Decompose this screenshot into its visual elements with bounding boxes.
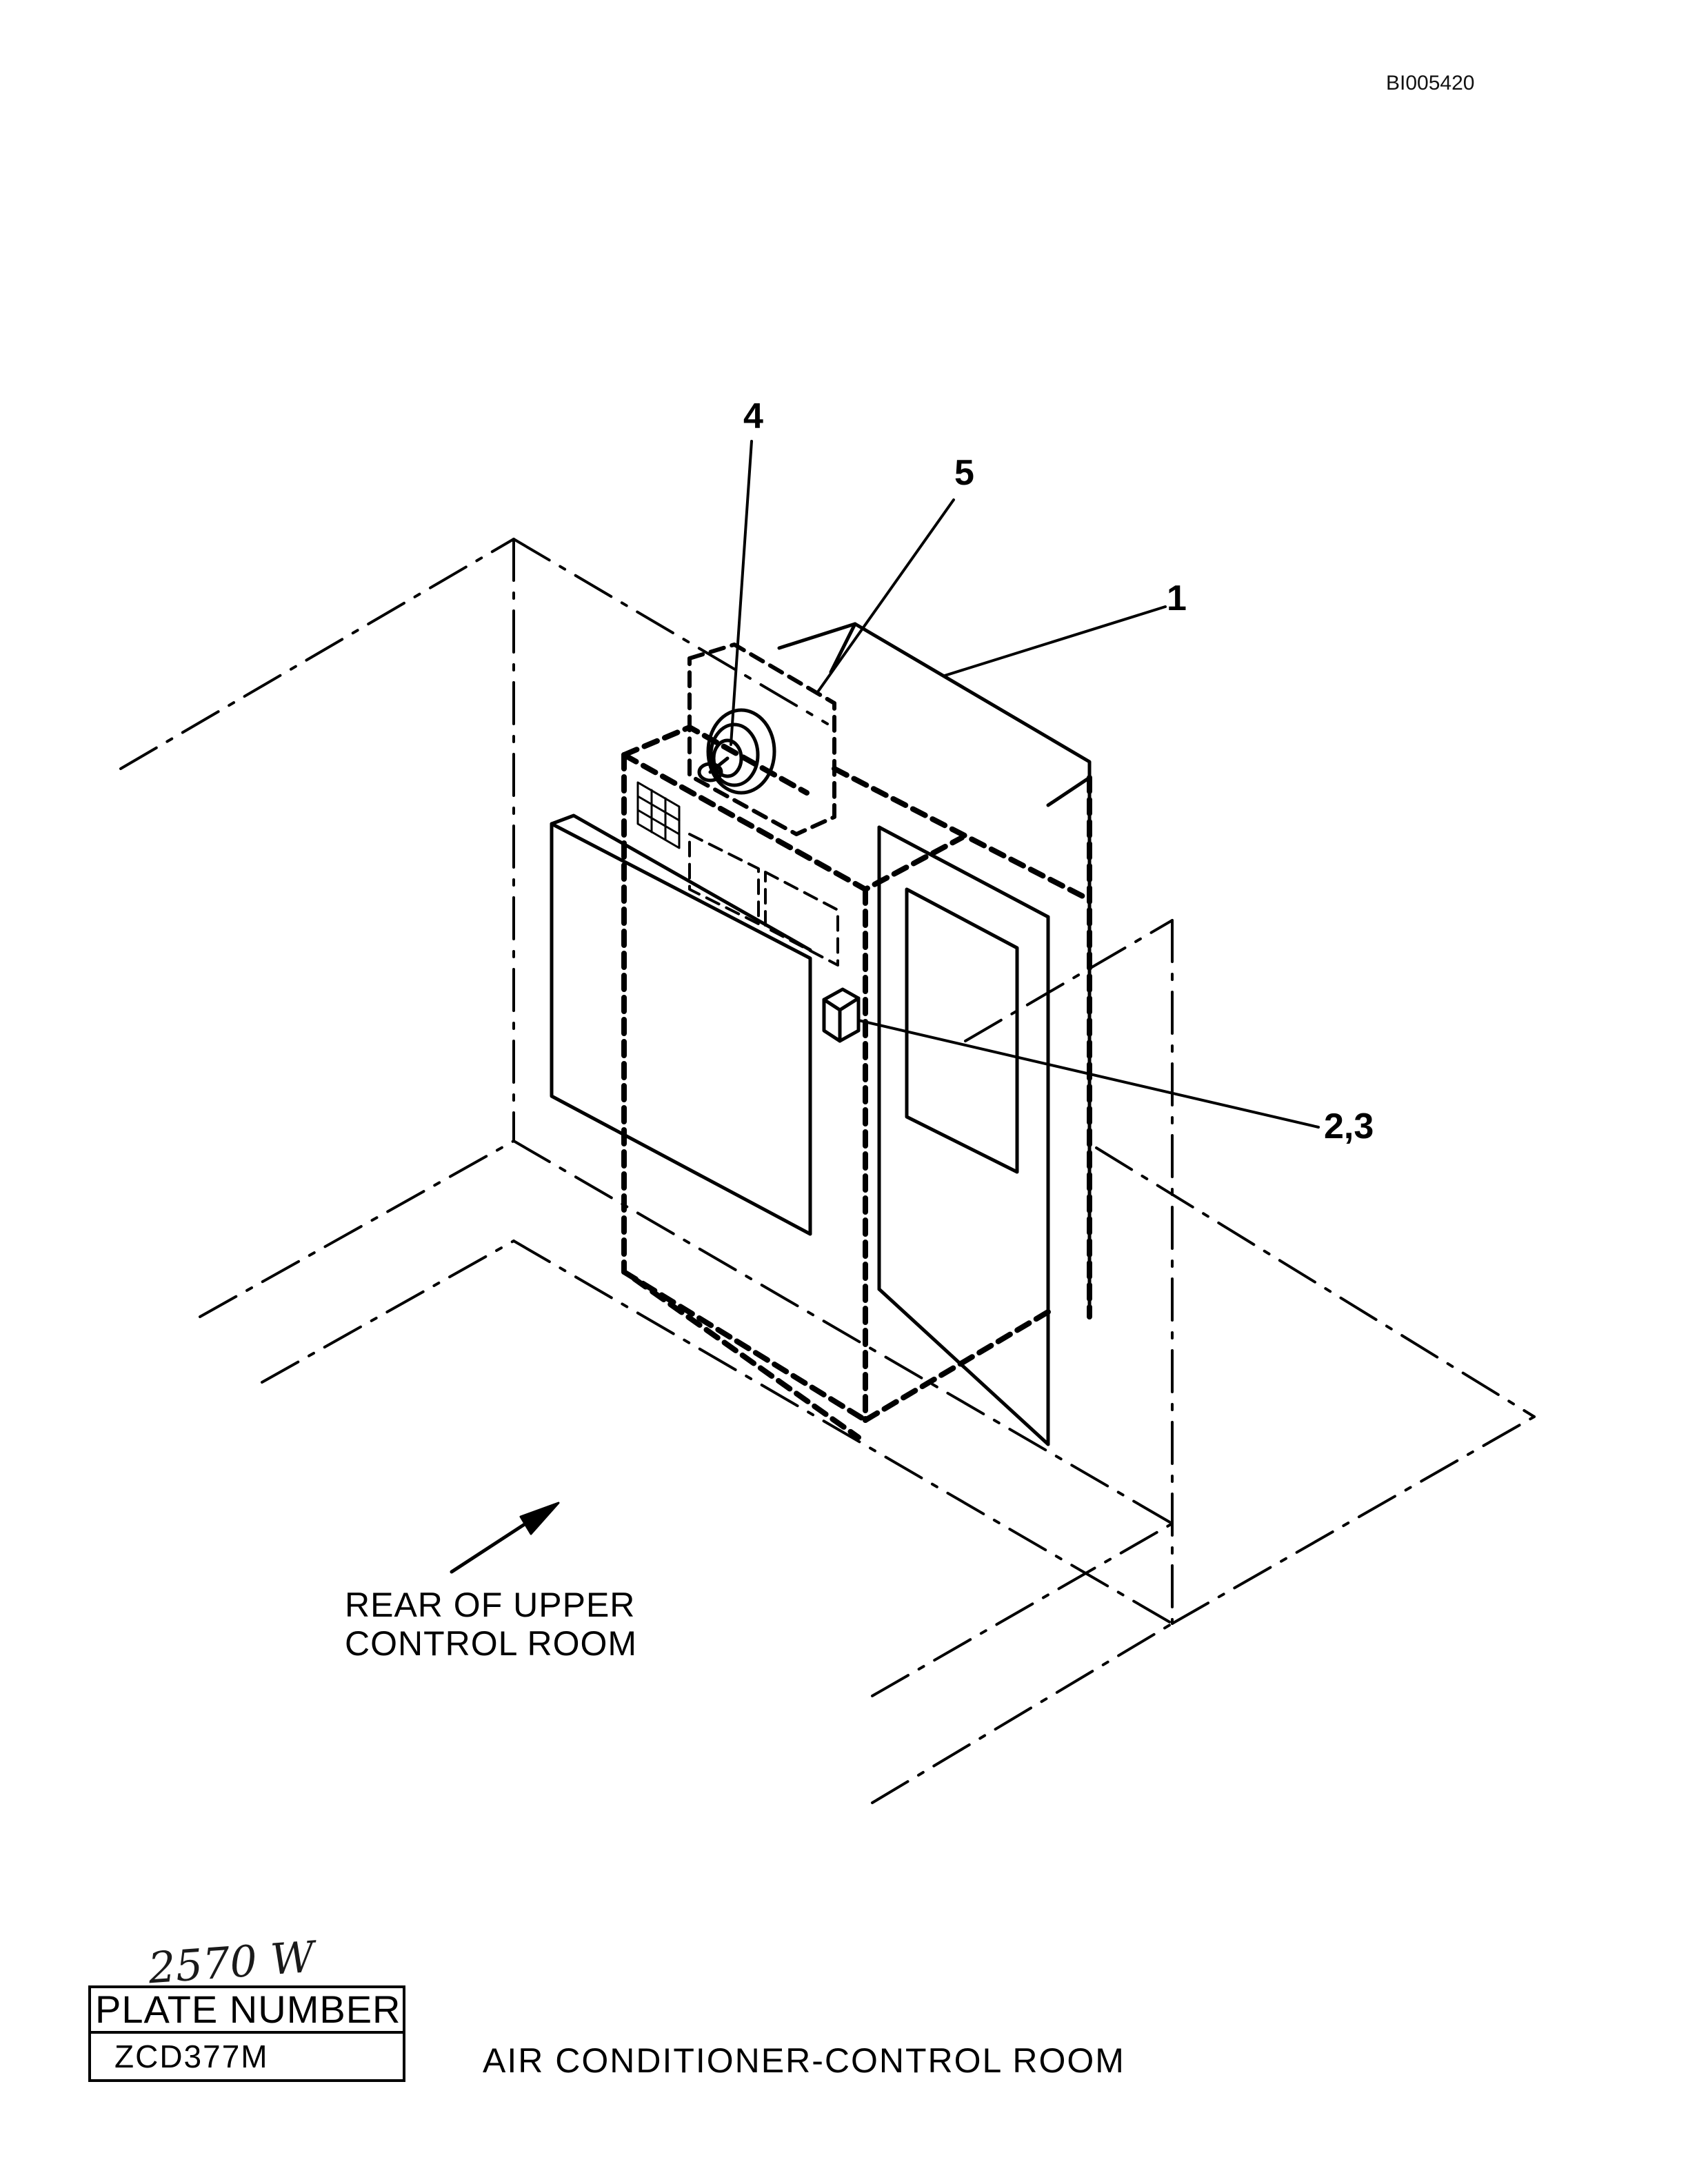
room-label: REAR OF UPPER CONTROL ROOM (345, 1586, 637, 1663)
room-label-line1: REAR OF UPPER (345, 1586, 636, 1624)
callout-4-label: 4 (743, 396, 763, 436)
room-label-line2: CONTROL ROOM (345, 1624, 638, 1663)
front-panel (550, 813, 812, 1236)
grille (636, 781, 681, 849)
callout-1-label: 1 (1167, 578, 1187, 618)
control-box (822, 987, 861, 1043)
plate-number-value: ZCD377M (114, 2039, 269, 2074)
room-outline (119, 538, 1536, 1804)
callout-5-label: 5 (954, 453, 974, 493)
plate-number-label: PLATE NUMBER (91, 1988, 403, 2034)
fan-assembly (697, 708, 776, 795)
callout-2-3-label: 2,3 (1324, 1106, 1374, 1146)
direction-arrow (450, 1502, 560, 1574)
leader-lines (730, 440, 1320, 1129)
figure-caption: AIR CONDITIONER-CONTROL ROOM (483, 2041, 1125, 2080)
dashed-enclosure (621, 643, 1092, 1440)
document-id: BI005420 (1386, 72, 1475, 94)
plate-number-box: PLATE NUMBER ZCD377M (88, 1985, 405, 2082)
